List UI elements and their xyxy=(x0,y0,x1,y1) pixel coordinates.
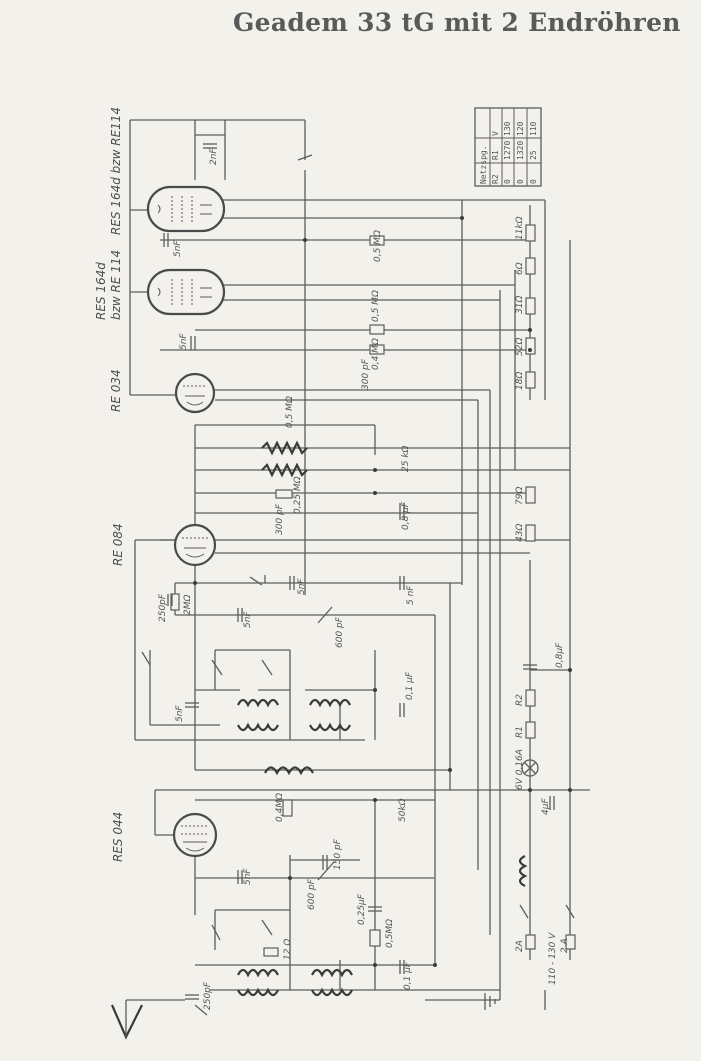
junction-dots xyxy=(193,216,572,967)
label-12: 12 Ω xyxy=(283,939,293,960)
table-cell: 0 xyxy=(503,179,512,184)
table-cell: 110 xyxy=(529,121,538,136)
capacitors xyxy=(163,143,555,1000)
tube-res044 xyxy=(172,812,218,858)
label-6: 6Ω xyxy=(515,262,525,275)
label-5nF: 5nF xyxy=(243,611,253,628)
antenna-icon xyxy=(110,999,185,1040)
tube-label-t1: RES 164d bzw RE114 xyxy=(109,107,123,235)
label-5nF: 5nF xyxy=(179,333,189,350)
label-5nF: 5 nF xyxy=(406,585,416,605)
label-R1: R1 xyxy=(515,726,525,738)
tube-label-t4: RE 084 xyxy=(111,523,125,566)
inductors xyxy=(237,698,528,997)
tube-re034 xyxy=(174,372,216,414)
label-600pF: 600 pF xyxy=(335,616,345,648)
tube-label-t3: RE 034 xyxy=(109,369,123,412)
resistors xyxy=(170,224,536,957)
tube-label-t5: RES 044 xyxy=(111,812,125,862)
table-cell: 1270 xyxy=(503,141,512,160)
label-04M: 0,4MΩ xyxy=(275,793,285,822)
label-250pF: 250pF xyxy=(158,593,168,622)
label-150pF: 150 pF xyxy=(333,838,343,870)
zigzag-resistors xyxy=(261,440,308,478)
table-header-r1: R1 xyxy=(491,150,500,160)
table-cell: 0 xyxy=(529,179,538,184)
label-08uF: 0,8μF xyxy=(555,642,565,668)
label-08uF: 0,8 μF xyxy=(401,501,411,530)
label-31: 31Ω xyxy=(515,296,525,314)
label-50k: 50kΩ xyxy=(398,798,408,822)
table-cell: 1320 xyxy=(516,141,525,160)
label-05M: 0,5 MΩ xyxy=(373,230,383,262)
label-fuse: 2 A xyxy=(560,938,570,953)
fuses xyxy=(525,934,576,950)
table-header-netzspg: Netzspg. xyxy=(479,145,488,184)
tube-res164d-1 xyxy=(146,185,226,233)
table-cell: 130 xyxy=(503,121,512,136)
label-01uF: 0,1 μF xyxy=(403,961,413,990)
tube-res164d-2 xyxy=(146,268,226,316)
switches xyxy=(141,576,575,1016)
label-2nF: 2nF xyxy=(209,148,219,165)
tube-re084 xyxy=(173,523,217,567)
label-01uF: 0,1 μF xyxy=(405,671,415,700)
table-unit-0: V xyxy=(491,131,500,136)
label-11k: 11kΩ xyxy=(515,216,525,240)
tube-label-t2-line1: RES 164d xyxy=(94,262,108,320)
label-250pF: 250pF xyxy=(203,981,213,1010)
label-18: 18Ω xyxy=(515,372,525,390)
label-05M: 0,5 MΩ xyxy=(285,396,295,428)
resistor-table: Netzspg. V R1 R2 130 1270 0 120 1320 0 1… xyxy=(474,107,542,187)
label-lamp: 6V 0,16A xyxy=(515,749,525,790)
label-025M: 0,25 MΩ xyxy=(293,476,303,514)
variable-capacitors xyxy=(317,606,335,881)
label-fuse: 2A xyxy=(515,940,525,952)
label-5nF: 5nF xyxy=(243,868,253,885)
label-43: 43Ω xyxy=(515,524,525,542)
tube-label-t2-line2: bzw RE 114 xyxy=(109,250,123,320)
ground-icon xyxy=(484,993,496,1010)
diagram-title: Geadem 33 tG mit 2 Endröhren xyxy=(233,8,681,37)
label-R2: R2 xyxy=(515,694,525,706)
component-labels: 2nF 5nF 5nF 0,5 MΩ 0,5 MΩ 0,4 MΩ 300 pF … xyxy=(158,148,570,1010)
label-05M: 0,5 MΩ xyxy=(371,290,381,322)
pilot-lamp-icon xyxy=(521,759,539,777)
label-300pF: 300 pF xyxy=(361,358,371,390)
label-52: 52Ω xyxy=(515,338,525,356)
label-mains: 110 - 130 V xyxy=(548,932,558,985)
label-025uF: 0,25μF xyxy=(357,893,367,925)
label-2M: 2MΩ xyxy=(183,595,193,615)
label-79: 79Ω xyxy=(515,487,525,505)
label-05M: 0,5MΩ xyxy=(385,919,395,948)
label-4uF: 4μF xyxy=(541,798,551,815)
label-600pF: 600 pF xyxy=(307,878,317,910)
label-5nF: 5nF xyxy=(297,578,307,595)
label-300pF: 300 pF xyxy=(275,503,285,535)
table-header-r2: R2 xyxy=(491,174,500,184)
table-cell: 25 xyxy=(529,150,538,160)
table-cell: 0 xyxy=(516,179,525,184)
table-cell: 120 xyxy=(516,121,525,136)
label-04M: 0,4 MΩ xyxy=(371,338,381,370)
label-5nF: 5nF xyxy=(173,240,183,257)
label-25k: 25 kΩ xyxy=(401,445,411,472)
label-5nF: 5nF xyxy=(175,705,185,722)
